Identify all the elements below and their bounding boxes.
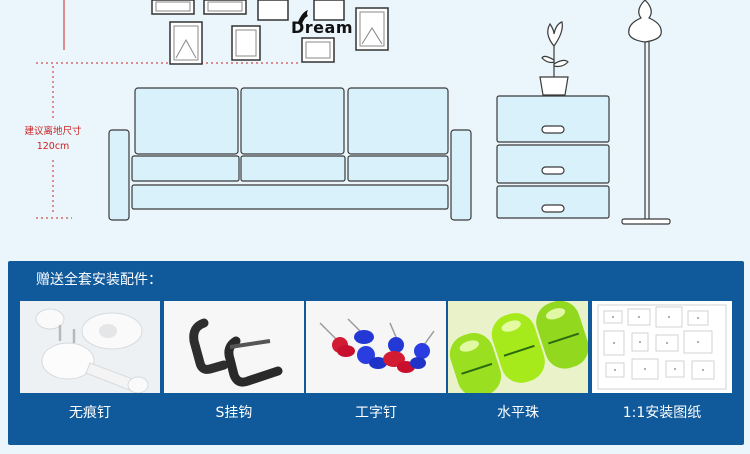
s-hook-image [164, 301, 304, 393]
accessory-item-push-pin: 工字钉 [306, 301, 446, 435]
push-pin-image [306, 301, 446, 393]
s-hook-label: S挂钩 [215, 405, 253, 421]
dream-brand-text: Dream [291, 18, 353, 37]
traceless-nail-icon [20, 301, 160, 393]
push-pin-label: 工字钉 [355, 405, 397, 421]
installation-template-icon [592, 301, 732, 393]
dimension-value: 120cm [36, 141, 70, 152]
photo-frame-details [155, 1, 385, 61]
floor-lamp-drawing [621, 0, 671, 225]
spirit-level-icon [448, 301, 588, 393]
accessory-item-installation-template: 1:1安装图纸 [592, 301, 732, 435]
dimension-label: 建议离地尺寸 [24, 126, 82, 137]
potted-plant-drawing [539, 21, 569, 96]
height-dimension-guide [36, 0, 300, 219]
spirit-level-label: 水平珠 [497, 405, 539, 421]
spirit-level-image [448, 301, 588, 393]
side-cabinet-drawing [496, 95, 610, 219]
push-pin-icon [306, 301, 446, 393]
accessory-item-s-hook: S挂钩 [164, 301, 304, 435]
accessories-panel: 赠送全套安装配件： 无痕钉 [8, 261, 744, 445]
installation-template-image [592, 301, 732, 393]
traceless-nail-image [20, 301, 160, 393]
s-hook-icon [164, 301, 304, 393]
accessories-title: 赠送全套安装配件： [36, 272, 162, 288]
sofa-drawing [108, 87, 472, 221]
accessory-item-spirit-level: 水平珠 [448, 301, 588, 435]
traceless-nail-label: 无痕钉 [69, 405, 111, 421]
installation-template-label: 1:1安装图纸 [622, 405, 702, 421]
accessory-item-traceless-nail: 无痕钉 [20, 301, 160, 435]
living-room-illustration [36, 0, 671, 225]
bird-silhouette [298, 10, 308, 24]
